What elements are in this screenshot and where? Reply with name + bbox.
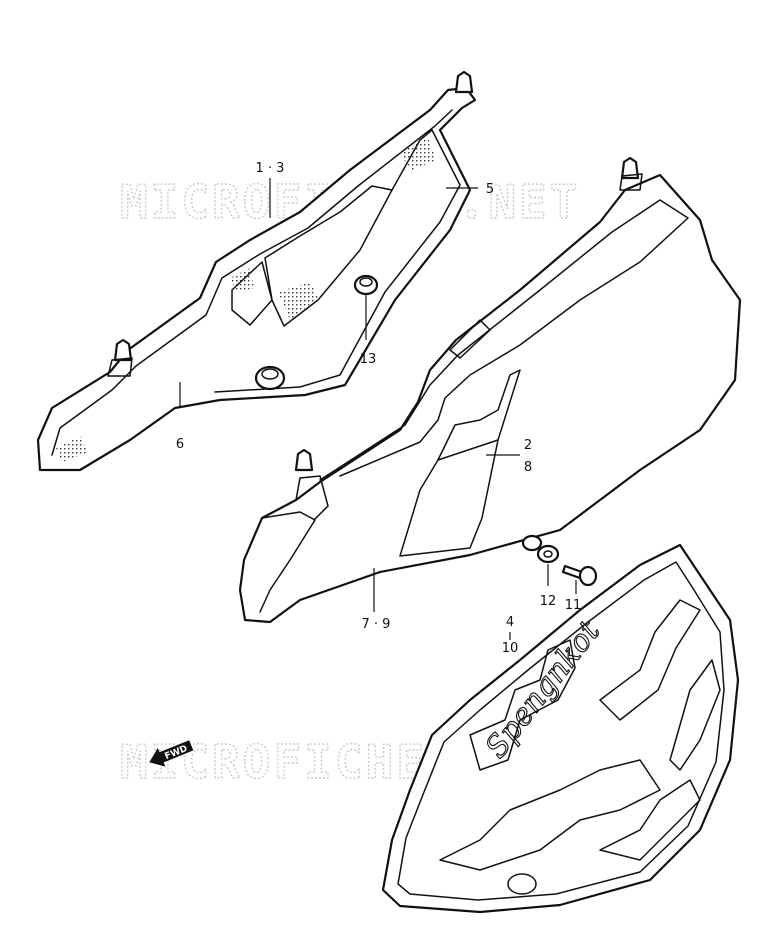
peg-front <box>113 338 133 362</box>
frame-cover <box>238 156 742 624</box>
label-part-2: 2 <box>524 438 532 453</box>
label-part-13: 13 <box>360 352 377 367</box>
screw-11 <box>561 564 598 587</box>
label-part-4: 4 <box>506 615 514 630</box>
leader-lines <box>179 178 577 640</box>
side-decal: Spengnkot <box>381 543 740 914</box>
label-part-8: 8 <box>524 460 532 475</box>
label-part-11: 11 <box>565 598 582 613</box>
label-part-5: 5 <box>486 182 494 197</box>
callouts: 1 · 3 5 13 6 2 8 12 11 7 · 9 4 10 <box>176 161 581 656</box>
label-part-6: 6 <box>176 437 184 452</box>
washer-12 <box>521 534 560 564</box>
peg-frame-front <box>294 448 314 472</box>
inner-frame-cover <box>36 70 477 472</box>
label-part-1-3: 1 · 3 <box>256 161 285 176</box>
grommet-lower <box>254 365 286 391</box>
label-part-7-9: 7 · 9 <box>362 617 391 632</box>
peg-rear <box>454 70 474 94</box>
arrow-left-icon <box>149 740 194 767</box>
label-part-12: 12 <box>540 594 557 609</box>
label-part-10: 10 <box>502 641 519 656</box>
peg-frame-rear <box>620 156 640 180</box>
